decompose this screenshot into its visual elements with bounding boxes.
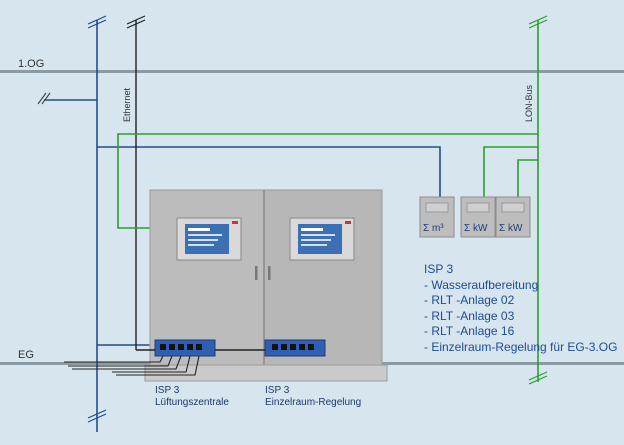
floor-label-1og: 1.OG — [18, 58, 45, 70]
floor-slab-1og — [0, 70, 624, 73]
caption-left-title: ISP 3 — [155, 385, 180, 396]
isp-summary-item: - RLT -Anlage 03 — [424, 308, 515, 323]
touch-panel-left — [176, 217, 242, 261]
isp-summary-item: - RLT -Anlage 02 — [424, 293, 515, 307]
caption-right-sub: Einzelraum-Regelung — [265, 397, 362, 408]
break-mark — [528, 19, 548, 29]
meter-kw-2 — [495, 196, 531, 238]
cabinet-base — [144, 364, 388, 382]
network-switch-left — [154, 339, 216, 357]
break-mark — [87, 413, 107, 423]
break-mark — [126, 15, 146, 25]
isp-summary-item: - RLT -Anlage 16 — [424, 324, 515, 338]
lon-bus-label: LON-Bus — [524, 84, 534, 122]
network-switch-right — [264, 339, 326, 357]
break-mark — [87, 409, 107, 419]
break-mark — [87, 15, 107, 25]
break-mark — [41, 92, 51, 105]
isp-summary-item: - Einzelraum-Regelung für EG-3.OG — [424, 339, 618, 354]
touch-panel-right — [289, 217, 355, 261]
meter-kw-2-label: Σ kW — [499, 223, 523, 234]
isp-summary: ISP 3 - Wasseraufbereitung - RLT -Anlage… — [424, 262, 617, 355]
break-mark — [528, 375, 548, 385]
break-mark — [528, 15, 548, 25]
break-mark — [87, 19, 107, 29]
break-mark — [37, 92, 47, 105]
break-mark — [528, 371, 548, 381]
blue-to-water-meter — [97, 146, 441, 197]
caption-right-title: ISP 3 — [265, 385, 290, 396]
isp-summary-title: ISP 3 — [424, 262, 454, 276]
lon-to-cabinet — [117, 133, 538, 229]
caption-left-sub: Lüftungszentrale — [155, 397, 229, 408]
break-mark — [126, 19, 146, 29]
meter-kw-1-label: Σ kW — [464, 223, 488, 234]
meter-kw-1 — [460, 196, 496, 238]
meter-water — [419, 196, 455, 238]
isp-summary-item: - Wasseraufbereitung — [424, 277, 539, 292]
lon-to-kw-meter-2 — [517, 159, 538, 197]
eg-cables — [64, 355, 200, 376]
lon-to-kw-meter-1 — [483, 146, 538, 197]
meter-water-label: Σ m³ — [423, 223, 444, 234]
door-handle — [255, 266, 258, 280]
door-handle — [268, 266, 271, 280]
ethernet-label: Ethernet — [122, 87, 132, 122]
floor-label-eg: EG — [18, 349, 34, 361]
